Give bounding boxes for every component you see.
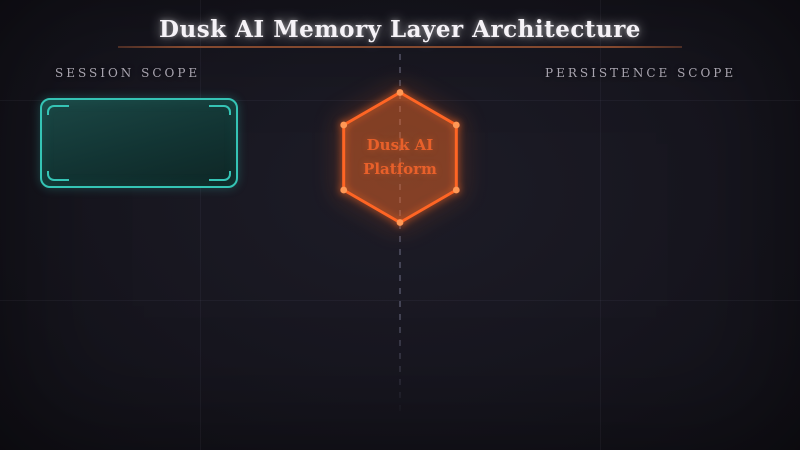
corner-bracket-icon [209, 171, 231, 181]
corner-bracket-icon [209, 105, 231, 115]
hexagon-shape-icon [340, 89, 460, 226]
session-scope-node[interactable] [40, 98, 238, 188]
scope-divider-dashed-line [399, 54, 401, 420]
platform-node-label: Dusk AI Platform [363, 136, 437, 178]
platform-hexagon-node[interactable]: Dusk AI Platform [330, 85, 470, 230]
persistence-scope-label: PERSISTENCE SCOPE [545, 66, 737, 80]
title-underline [118, 46, 682, 48]
corner-bracket-icon [47, 105, 69, 115]
session-scope-label: SESSION SCOPE [55, 66, 201, 80]
page-title: Dusk AI Memory Layer Architecture [159, 16, 641, 43]
grid-line [600, 0, 601, 450]
corner-bracket-icon [47, 171, 69, 181]
grid-line [200, 0, 201, 450]
